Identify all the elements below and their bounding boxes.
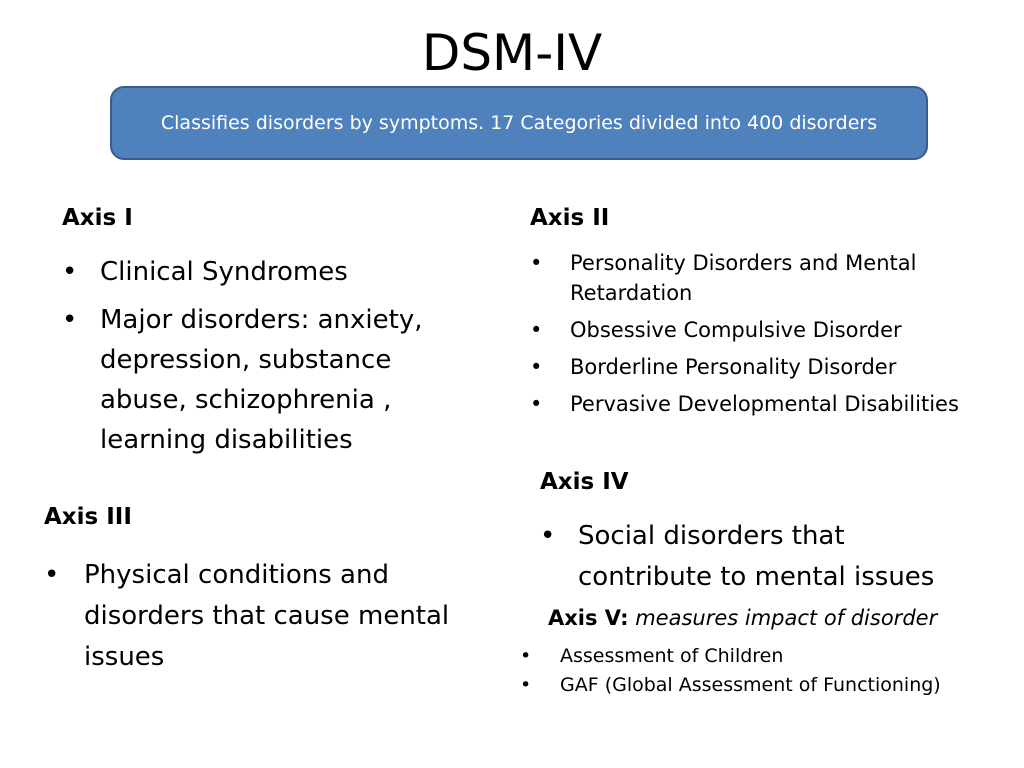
list-item-text: Social disorders that contribute to ment… xyxy=(578,521,935,592)
list-item: • GAF (Global Assessment of Functioning) xyxy=(520,671,980,700)
bullet-icon: • xyxy=(530,251,543,275)
axis-3-heading: Axis III xyxy=(44,504,132,530)
axis-4-heading: Axis IV xyxy=(540,469,629,495)
axis-1-section: Axis I • Clinical Syndromes • Major disord… xyxy=(62,204,482,468)
bullet-icon: • xyxy=(530,392,543,416)
bullet-icon: • xyxy=(520,645,532,667)
bullet-icon: • xyxy=(540,521,556,551)
summary-banner: Classifies disorders by symptoms. 17 Cat… xyxy=(110,86,928,160)
list-item: • Borderline Personality Disorder xyxy=(530,352,980,382)
axis-4-list: • Social disorders that contribute to men… xyxy=(540,516,980,598)
axis-4-section: Axis IV • Social disorders that contribut… xyxy=(540,468,980,598)
axis-2-list: • Personality Disorders and Mental Retard… xyxy=(530,248,980,419)
list-item: • Personality Disorders and Mental Retard… xyxy=(530,248,980,308)
bullet-icon: • xyxy=(44,560,60,590)
list-item-text: Major disorders: anxiety, depression, su… xyxy=(100,305,423,455)
bullet-icon: • xyxy=(62,257,78,287)
list-item: • Physical conditions and disorders that … xyxy=(44,555,484,678)
axis-2-section: Axis II • Personality Disorders and Menta… xyxy=(530,204,980,426)
list-item: • Pervasive Developmental Disabilities xyxy=(530,389,980,419)
axis-5-subheading: measures impact of disorder xyxy=(635,606,938,630)
list-item: • Major disorders: anxiety, depression, s… xyxy=(62,300,482,460)
axis-5-section: Axis V: measures impact of disorder • Ass… xyxy=(520,604,980,700)
bullet-icon: • xyxy=(530,318,543,342)
axis-5-list: • Assessment of Children • GAF (Global Ass… xyxy=(520,642,980,700)
list-item-text: Clinical Syndromes xyxy=(100,257,348,287)
bullet-icon: • xyxy=(62,305,78,335)
list-item: • Assessment of Children xyxy=(520,642,980,671)
list-item: • Social disorders that contribute to men… xyxy=(540,516,980,598)
list-item-text: Borderline Personality Disorder xyxy=(570,355,897,379)
list-item: • Clinical Syndromes xyxy=(62,252,482,292)
axis-5-label: Axis V: xyxy=(548,606,629,630)
list-item-text: Physical conditions and disorders that c… xyxy=(84,560,450,672)
axis-1-list: • Clinical Syndromes • Major disorders: an… xyxy=(62,252,482,460)
summary-banner-text: Classifies disorders by symptoms. 17 Cat… xyxy=(160,112,878,134)
list-item-text: Assessment of Children xyxy=(560,645,784,667)
list-item: • Obsessive Compulsive Disorder xyxy=(530,315,980,345)
bullet-icon: • xyxy=(530,355,543,379)
axis-3-section: Axis III • Physical conditions and disord… xyxy=(44,503,484,678)
axis-5-heading: Axis V: measures impact of disorder xyxy=(548,604,980,632)
bullet-icon: • xyxy=(520,674,532,696)
list-item-text: Pervasive Developmental Disabilities xyxy=(570,392,959,416)
slide-title: DSM-IV xyxy=(421,24,603,82)
list-item-text: Obsessive Compulsive Disorder xyxy=(570,318,902,342)
axis-2-heading: Axis II xyxy=(530,205,610,231)
list-item-text: Personality Disorders and Mental Retarda… xyxy=(570,251,917,305)
list-item-text: GAF (Global Assessment of Functioning) xyxy=(560,674,941,696)
axis-3-list: • Physical conditions and disorders that … xyxy=(44,555,484,678)
axis-1-heading: Axis I xyxy=(62,205,133,231)
